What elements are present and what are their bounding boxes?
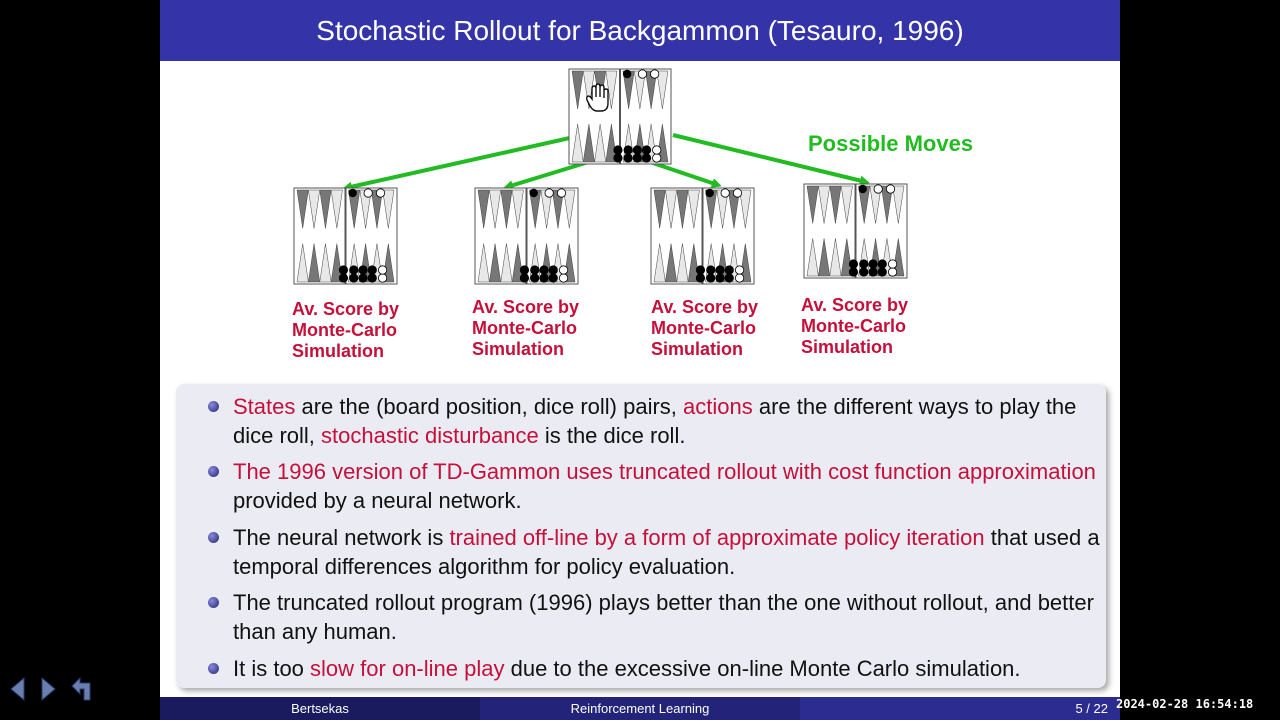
move-board-1 — [293, 187, 398, 285]
bullet-text-segment: provided by a neural network. — [233, 488, 522, 513]
footer-course: Reinforcement Learning — [480, 697, 800, 720]
footer-page-number: 5 / 22 — [800, 697, 1120, 720]
move-board-3 — [650, 187, 755, 285]
bullet-dot-icon — [208, 401, 219, 412]
slide-title: Stochastic Rollout for Backgammon (Tesau… — [316, 14, 964, 46]
bullet-text: It is too slow for on-line play due to t… — [233, 654, 1103, 683]
highlighted-text: trained off-line by a form of approximat… — [449, 525, 985, 550]
highlighted-text: The 1996 version of TD-Gammon uses trunc… — [233, 459, 1096, 484]
bullet-dot-icon — [208, 663, 219, 674]
highlighted-text: actions — [683, 394, 753, 419]
score-label-3: Av. Score by Monte-Carlo Simulation — [651, 297, 759, 359]
move-arrow-4 — [672, 133, 870, 186]
hand-cursor-icon — [585, 83, 609, 112]
footer-author: Bertsekas — [160, 697, 480, 720]
score-label-2: Av. Score by Monte-Carlo Simulation — [472, 297, 580, 359]
rollout-tree-diagram — [293, 68, 908, 285]
prev-slide-icon[interactable] — [8, 676, 28, 702]
bullet-text-segment: is the dice roll. — [538, 423, 686, 448]
bullet-dot-icon — [208, 532, 219, 543]
highlighted-text: slow for on-line play — [310, 656, 505, 681]
move-board-4 — [803, 183, 908, 279]
move-arrow-3 — [646, 159, 722, 188]
slide-footer: Bertsekas Reinforcement Learning 5 / 22 — [160, 697, 1120, 720]
root-board — [568, 68, 672, 165]
return-icon[interactable] — [68, 674, 98, 704]
bullet-dot-icon — [208, 466, 219, 477]
bullet-dot-icon — [208, 597, 219, 608]
bullet-text: States are the (board position, dice rol… — [233, 392, 1103, 450]
slide-title-bar: Stochastic Rollout for Backgammon (Tesau… — [160, 0, 1120, 61]
possible-moves-label: Possible Moves — [808, 131, 974, 156]
bullet-text-segment: The neural network is — [233, 525, 450, 550]
backgammon-figure: Possible Moves Av. Score by Monte-Carlo … — [160, 61, 1120, 381]
bullet-text-segment: It is too — [233, 656, 311, 681]
bullet-text: The neural network is trained off-line b… — [233, 523, 1103, 581]
highlighted-text: States — [233, 394, 296, 419]
next-slide-icon[interactable] — [38, 676, 58, 702]
bullet-list-box: States are the (board position, dice rol… — [176, 384, 1106, 688]
bullet-text-segment: are the (board position, dice roll) pair… — [295, 394, 684, 419]
slide-navigation — [8, 676, 98, 706]
score-label-4: Av. Score by Monte-Carlo Simulation — [801, 295, 909, 357]
highlighted-text: stochastic disturbance — [321, 423, 539, 448]
bullet-text-segment: due to the excessive on-line Monte Carlo… — [504, 656, 1021, 681]
bullet-text-segment: are the different ways to play the dice … — [233, 394, 1077, 448]
bullet-text-segment: The truncated rollout program (1996) pla… — [233, 590, 1094, 644]
move-board-2 — [474, 187, 579, 285]
boards — [293, 68, 908, 285]
video-timestamp: 2024-02-28 16:54:18 — [1116, 697, 1254, 711]
bullet-text-segment: that used a temporal differences algorit… — [233, 525, 1100, 579]
move-arrow-1 — [342, 133, 584, 192]
bullet-text: The truncated rollout program (1996) pla… — [233, 588, 1103, 646]
slide: Stochastic Rollout for Backgammon (Tesau… — [160, 0, 1120, 720]
score-label-1: Av. Score by Monte-Carlo Simulation — [292, 299, 400, 361]
bullet-text: The 1996 version of TD-Gammon uses trunc… — [233, 457, 1103, 515]
